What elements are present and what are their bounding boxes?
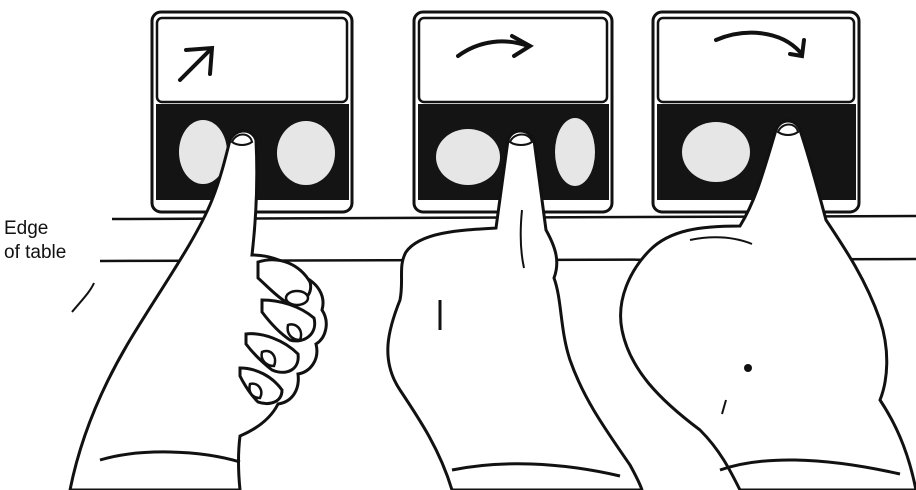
panel-3	[621, 12, 916, 490]
label-line-1: Edge	[4, 218, 48, 239]
fingernail	[232, 135, 252, 146]
panel-2	[388, 12, 642, 490]
upper-tile	[658, 18, 854, 102]
edge-of-table-label: Edge of table	[4, 218, 66, 263]
fingernail	[778, 125, 798, 136]
upper-tile	[419, 18, 607, 102]
panel-1	[70, 12, 352, 490]
upper-tile	[157, 18, 347, 102]
right-contact-spot	[277, 121, 335, 185]
left-contact-spot	[436, 129, 500, 185]
label-line-2: of table	[4, 242, 66, 263]
left-contact-spot	[682, 122, 750, 182]
fingernail	[510, 135, 532, 146]
right-contact-spot	[555, 118, 595, 186]
dot-mark	[744, 364, 752, 372]
label-stray-mark	[72, 283, 94, 312]
